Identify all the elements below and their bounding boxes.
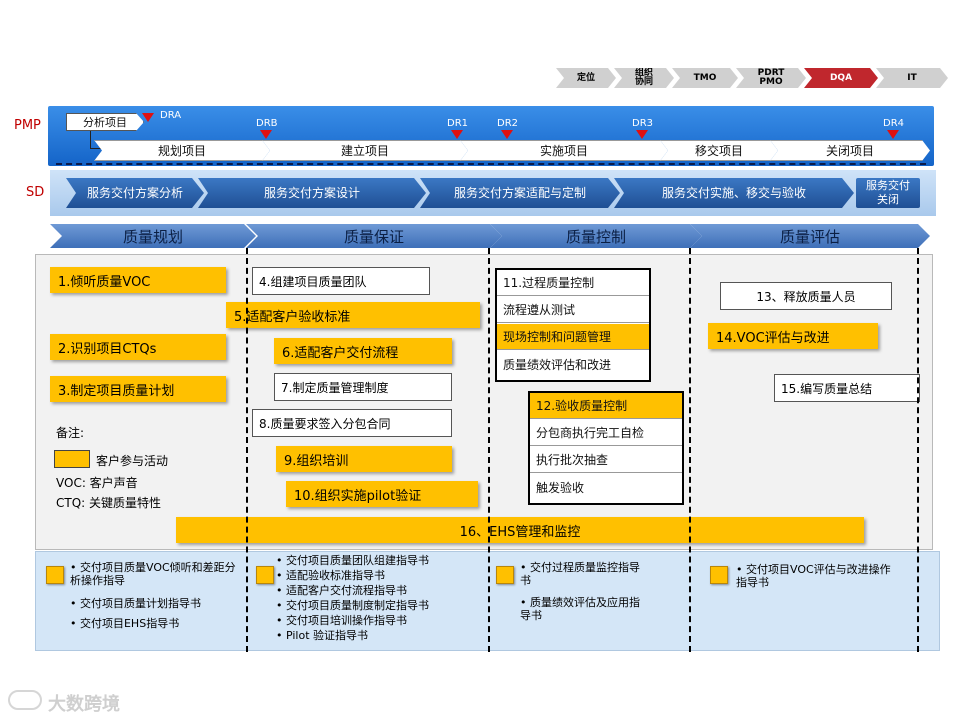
guide-assurance-5: • 交付项目培训操作指导书	[276, 614, 407, 627]
drb-marker-icon	[260, 130, 272, 139]
note-icon-control	[496, 566, 514, 584]
guide-evaluation-1: • 交付项目VOC评估与改进操作指导书	[736, 563, 891, 589]
divider-4	[917, 248, 919, 652]
activity-pilot: 10.组织实施pilot验证	[286, 481, 478, 507]
activity-acceptance-standard: 5.适配客户验收标准	[226, 302, 480, 328]
note-icon-evaluation	[710, 566, 728, 584]
milestone-drb: DRB	[256, 118, 278, 129]
guide-assurance-1: • 交付项目质量团队组建指导书	[276, 554, 429, 567]
stage-dqa: DQA	[804, 68, 878, 88]
activity-subcontract: 8.质量要求签入分包合同	[252, 409, 452, 437]
sd-stage-design: 服务交付方案设计	[198, 178, 426, 208]
watermark-logo-icon	[8, 690, 42, 710]
guide-control-1: • 交付过程质量监控指导书	[520, 561, 640, 587]
dr3-marker-icon	[636, 130, 648, 139]
note-icon-planning	[46, 566, 64, 584]
stage-it: IT	[876, 68, 948, 88]
activity-voc-evaluation: 14.VOC评估与改进	[708, 323, 878, 349]
guide-assurance-2: • 适配验收标准指导书	[276, 569, 385, 582]
pmp-label: PMP	[14, 118, 41, 133]
milestone-dr2: DR2	[497, 118, 519, 129]
milestone-dr1: DR1	[447, 118, 469, 129]
legend-customer-label: 客户参与活动	[96, 454, 169, 468]
phase-implement: 实施项目	[460, 140, 668, 161]
guide-assurance-4: • 交付项目质量制度制定指导书	[276, 599, 429, 612]
activity-quality-team: 4.组建项目质量团队	[252, 267, 430, 295]
divider-3	[689, 248, 691, 652]
activity-delivery-process: 6.适配客户交付流程	[274, 338, 452, 364]
dra-marker-icon	[142, 113, 154, 122]
control-performance: 质量绩效评估和改进	[503, 357, 612, 372]
activity-voc-listen: 1.倾听质量VOC	[50, 267, 226, 293]
divider-1	[246, 248, 248, 652]
quality-evaluation-header: 质量评估	[690, 224, 930, 248]
stage-org-collab: 组织 协同	[614, 68, 674, 88]
guide-control-2: • 质量绩效评估及应用指导书	[520, 596, 640, 622]
pmp-dashed-line	[56, 163, 926, 165]
control-compliance-test: 流程遵从测试	[497, 297, 649, 323]
analysis-project-box: 分析项目	[66, 113, 144, 131]
sd-stage-close: 服务交付 关闭	[856, 178, 920, 208]
note-icon-assurance	[256, 566, 274, 584]
dr1-marker-icon	[451, 130, 463, 139]
guide-assurance-3: • 适配客户交付流程指导书	[276, 584, 407, 597]
quality-assurance-header: 质量保证	[246, 224, 502, 248]
guide-planning-1: • 交付项目质量VOC倾听和差距分析操作指导	[70, 561, 236, 587]
stage-pdrt-pmo: PDRT PMO	[736, 68, 806, 88]
quality-control-header: 质量控制	[490, 224, 702, 248]
analysis-connector	[90, 131, 91, 149]
dr4-marker-icon	[887, 130, 899, 139]
control-process-title: 11.过程质量控制	[497, 270, 649, 296]
sd-stage-implement: 服务交付实施、移交与验收	[614, 178, 854, 208]
legend-ctq: CTQ: 关键质量特性	[56, 496, 162, 510]
legend-title: 备注:	[56, 426, 85, 440]
control-acceptance-title: 12.验收质量控制	[530, 393, 682, 419]
guide-planning-2: • 交付项目质量计划指导书	[70, 597, 201, 610]
activity-release-staff: 13、释放质量人员	[720, 282, 892, 310]
divider-2	[488, 248, 490, 652]
sd-stage-analysis: 服务交付方案分析	[66, 178, 204, 208]
quality-planning-header: 质量规划	[50, 224, 256, 248]
guides-panel	[35, 551, 940, 651]
sd-stage-adapt: 服务交付方案适配与定制	[420, 178, 620, 208]
activity-identify-ctqs: 2.识别项目CTQs	[50, 334, 226, 360]
dr2-marker-icon	[501, 130, 513, 139]
legend-voc: VOC: 客户声音	[56, 476, 138, 490]
sd-label: SD	[26, 185, 45, 200]
activity-quality-summary: 15.编写质量总结	[774, 374, 920, 402]
control-self-check: 分包商执行完工自检	[530, 420, 682, 446]
activity-quality-plan: 3.制定项目质量计划	[50, 376, 226, 402]
milestone-dr3: DR3	[632, 118, 654, 129]
control-trigger-acceptance: 触发验收	[536, 480, 585, 495]
activity-training: 9.组织培训	[276, 446, 452, 472]
stage-tmo: TMO	[672, 68, 738, 88]
phase-plan: 规划项目	[94, 140, 270, 161]
legend-customer-swatch	[54, 450, 90, 468]
activity-ehs: 16、EHS管理和监控	[176, 517, 864, 543]
guide-assurance-6: • Pilot 验证指导书	[276, 629, 369, 642]
phase-build: 建立项目	[262, 140, 468, 161]
milestone-dr4: DR4	[883, 118, 905, 129]
control-sampling: 执行批次抽查	[530, 447, 682, 473]
milestone-dra: DRA	[160, 110, 182, 121]
activity-management-system: 7.制定质量管理制度	[274, 373, 452, 401]
phase-close: 关闭项目	[770, 140, 930, 161]
process-quality-control-group: 11.过程质量控制 流程遵从测试 现场控制和问题管理 质量绩效评估和改进	[495, 268, 651, 382]
control-onsite-issues: 现场控制和问题管理	[497, 324, 649, 350]
phase-transfer: 移交项目	[660, 140, 778, 161]
acceptance-quality-control-group: 12.验收质量控制 分包商执行完工自检 执行批次抽查 触发验收	[528, 391, 684, 505]
watermark: 大数跨境	[48, 694, 120, 715]
guide-planning-3: • 交付项目EHS指导书	[70, 617, 180, 630]
stage-positioning: 定位	[556, 68, 616, 88]
analysis-connector-h	[90, 148, 102, 149]
